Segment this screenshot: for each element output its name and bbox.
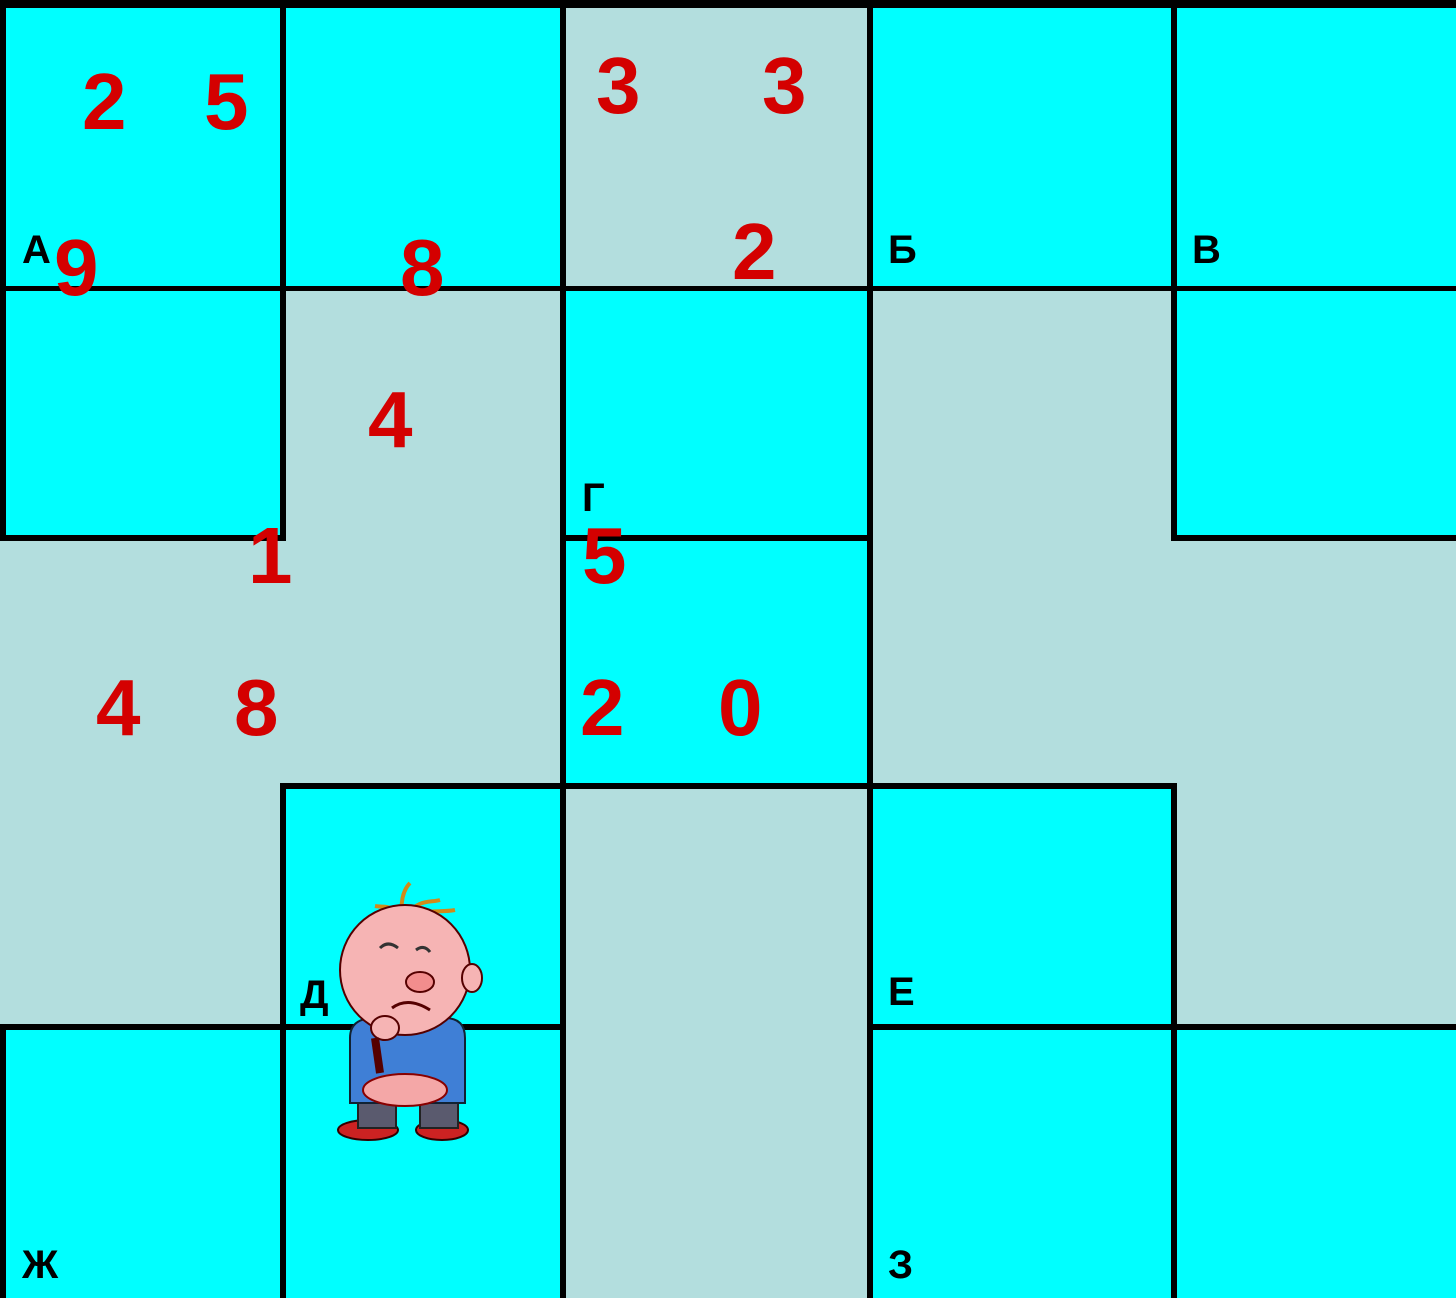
cell-r3c2-path[interactable] <box>280 541 560 783</box>
cell-r2c1[interactable] <box>6 291 280 535</box>
digit: 4 <box>96 668 141 748</box>
digit: 8 <box>234 668 279 748</box>
cell-r4c5-path[interactable] <box>1177 783 1456 1024</box>
cell-r3c4-path[interactable] <box>873 541 1456 783</box>
digit: 2 <box>580 668 625 748</box>
cell-r5c5[interactable] <box>1177 1030 1456 1298</box>
cell-b[interactable] <box>873 8 1171 286</box>
cell-r2c4-r3c4-join <box>873 530 1171 544</box>
digit: 3 <box>762 46 807 126</box>
cell-e[interactable] <box>873 789 1171 1024</box>
digit: 4 <box>368 380 413 460</box>
digit: 2 <box>732 212 777 292</box>
cell-r2c4-path[interactable] <box>873 291 1171 535</box>
label-e: Е <box>888 972 915 1012</box>
digit: 8 <box>400 228 445 308</box>
cell-r2c5[interactable] <box>1177 291 1456 535</box>
cell-g[interactable] <box>566 291 867 535</box>
cell-r2c2-path[interactable] <box>286 291 560 535</box>
label-zh: Ж <box>22 1245 58 1285</box>
digit: 5 <box>204 62 249 142</box>
cell-r3c1-r4c1-join <box>0 778 280 788</box>
digit: 0 <box>718 668 763 748</box>
cell-z[interactable] <box>873 1030 1171 1298</box>
digit: 2 <box>82 62 127 142</box>
label-v: В <box>1192 230 1221 270</box>
label-d: Д <box>300 975 329 1015</box>
digit: 1 <box>248 516 293 596</box>
digit: 9 <box>54 228 99 308</box>
digit: 5 <box>582 516 627 596</box>
label-b: Б <box>888 230 917 270</box>
cell-r4c1-path[interactable] <box>0 783 280 1024</box>
digit: 3 <box>596 46 641 126</box>
label-a: А <box>22 230 51 270</box>
label-z: З <box>888 1245 913 1285</box>
cell-r4c3-path[interactable] <box>566 789 867 1298</box>
thinking-boy-icon[interactable] <box>330 878 505 1148</box>
cell-r2c2-r3c2-join <box>286 530 560 544</box>
